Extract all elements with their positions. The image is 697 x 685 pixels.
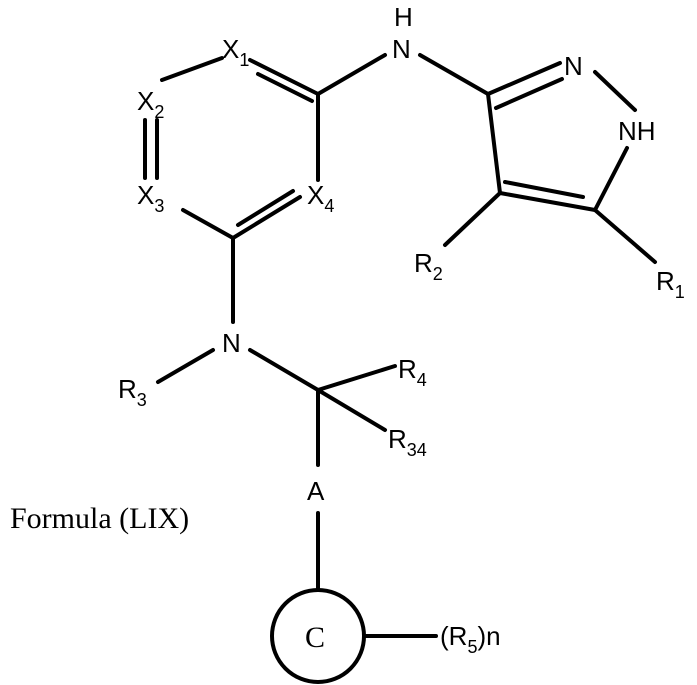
label-nh-n: N: [392, 34, 411, 64]
label-nh-h: H: [394, 2, 413, 32]
label-r2: R2: [414, 248, 443, 284]
label-x1: X1: [222, 34, 249, 70]
label-r4: R4: [398, 354, 427, 390]
bond-c1-nh: [318, 55, 385, 94]
bond-n1-c5: [595, 148, 627, 210]
label-r34: R34: [388, 424, 427, 460]
label-pyrazole-n: N: [564, 51, 583, 81]
label-ring-c: C: [305, 621, 325, 654]
bond-nh-c3: [420, 55, 488, 94]
bond-c-r34: [318, 390, 385, 430]
label-a: A: [307, 476, 325, 506]
formula-caption: Formula (LIX): [10, 502, 189, 535]
label-x3: X3: [137, 180, 164, 216]
bond-n2-n1: [595, 72, 635, 110]
bond-c3-n2: [488, 63, 560, 94]
label-amine-n: N: [222, 328, 241, 358]
bond-c4-r2: [445, 193, 500, 245]
bond-c4-x4: [233, 197, 300, 238]
label-r1: R1: [656, 266, 685, 302]
bond-c-r4: [318, 366, 395, 390]
bond-c5-r1: [595, 210, 655, 262]
label-r3: R3: [118, 374, 147, 410]
bond-x2-x1: [162, 58, 222, 80]
bond-n-c: [250, 350, 318, 390]
bond-c3-n2-double: [496, 79, 562, 108]
bond-n-r3: [158, 350, 213, 382]
label-x2: X2: [137, 86, 164, 122]
label-pyrazole-nh: NH: [618, 116, 656, 146]
label-x4: X4: [307, 180, 334, 216]
bond-x3-c4: [183, 210, 233, 238]
label-r5n: (R5)n: [440, 621, 501, 657]
